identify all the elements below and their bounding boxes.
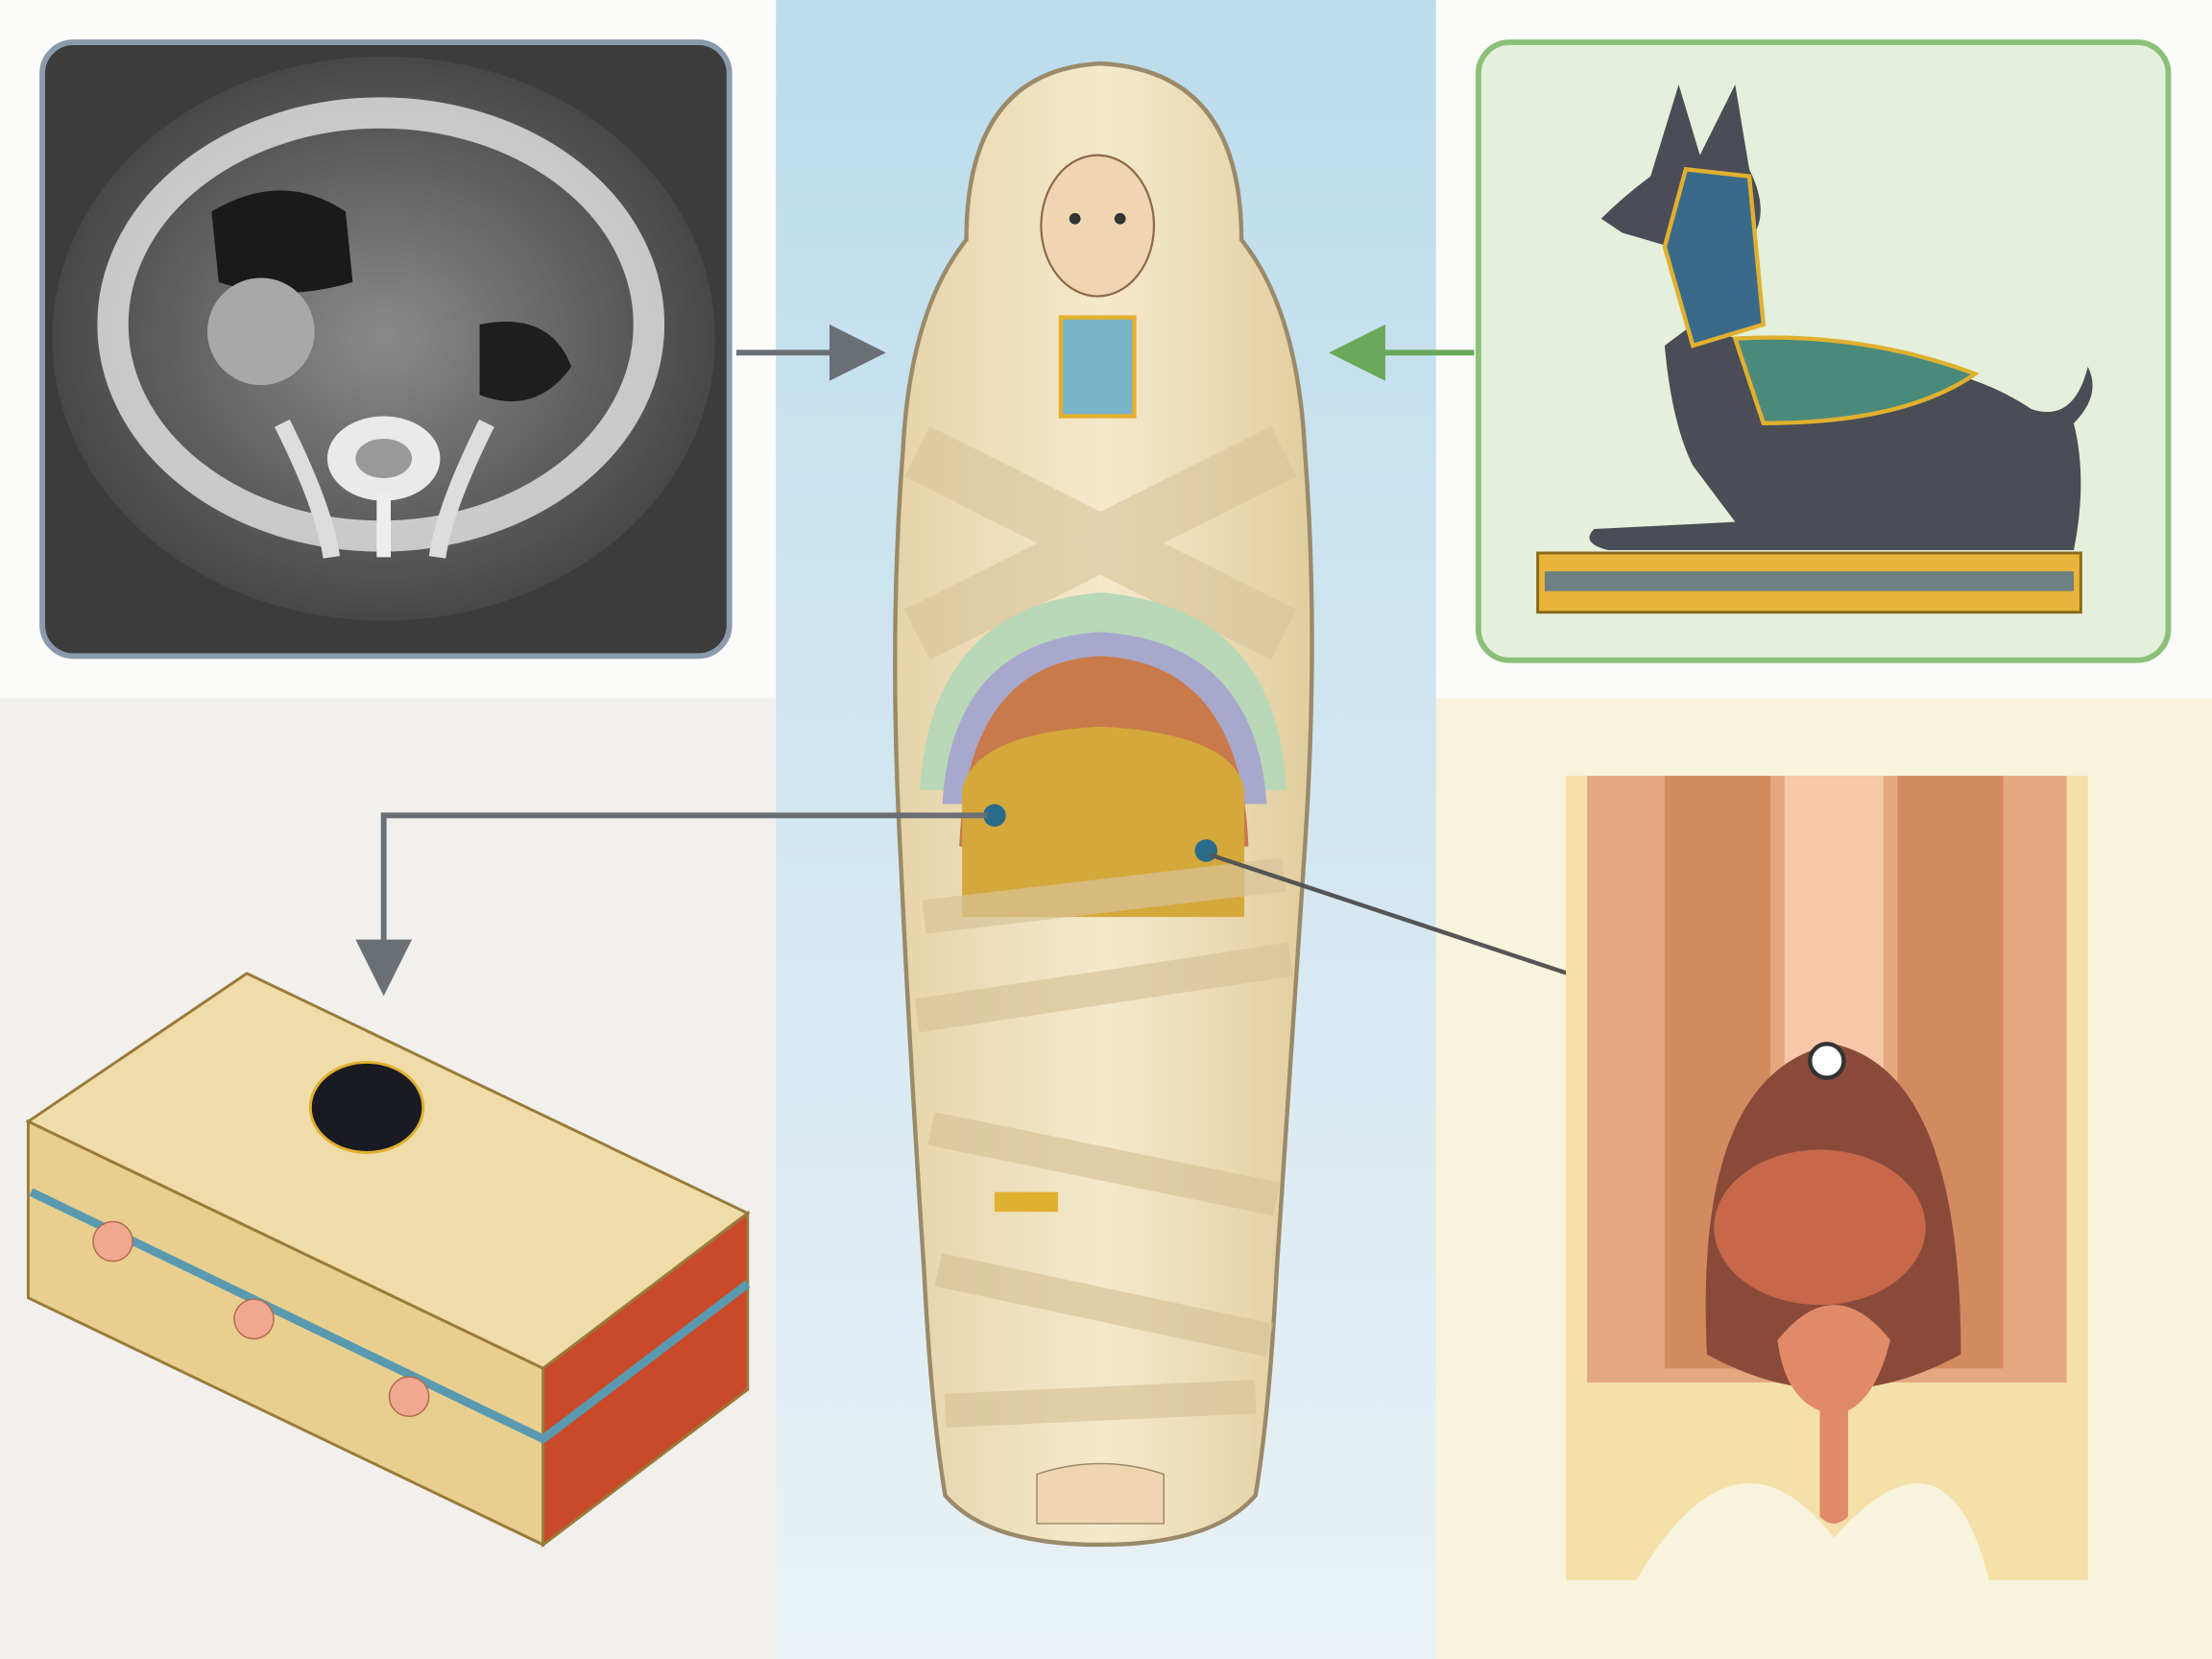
abdominal-anatomy [1566,776,2088,1580]
scarab-beetle [308,1060,425,1154]
anatomy-intestines [1714,1149,1926,1306]
mummy-collar [1058,315,1137,419]
mummy-abdomen-cavity [962,726,1244,918]
lotus-flowers [92,1220,430,1417]
anatomy-bladder [1777,1305,1890,1524]
mummy-feet [1036,1462,1165,1525]
ct-scan-panel [39,39,733,660]
mummy-marker-left [983,804,1006,828]
anatomy-marker [1808,1042,1846,1080]
mummy [893,60,1314,1548]
mummy-marker-right [1194,839,1218,862]
scarab-box [25,972,751,1548]
anubis-panel [1475,39,2172,663]
box-side [541,1210,750,1548]
anubis-wing [1732,335,1980,426]
arrow-mummy-to-box [355,812,988,997]
mummy-face [1040,154,1156,298]
